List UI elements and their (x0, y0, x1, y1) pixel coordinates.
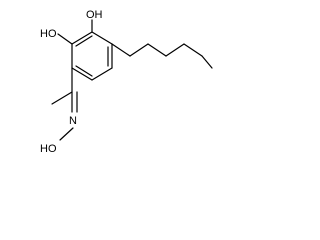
hydroxyl-left-label: HO (40, 28, 57, 40)
ring-double-bond (75, 65, 93, 77)
chain-bond (147, 43, 167, 57)
benzene-ring (71, 31, 113, 81)
chain-bond (129, 43, 149, 57)
oxime-group: N HO (40, 67, 78, 155)
methyl-bond (51, 91, 73, 105)
hydroxyl-top-label: OH (86, 9, 103, 21)
chain-bond (165, 43, 185, 57)
chemical-structure-diagram: OH HO N HO (40, 9, 213, 155)
chain-bond (111, 43, 131, 57)
hexyl-chain (111, 43, 213, 69)
ring-bond (91, 31, 113, 45)
chain-bond (183, 43, 203, 57)
ring-bond (71, 67, 93, 81)
oxime-nitrogen-label: N (69, 115, 77, 127)
n-o-bond (59, 127, 74, 141)
hydroxyl-left-bond (57, 33, 73, 45)
oxime-hydroxyl-label: HO (40, 143, 57, 155)
ring-bond (91, 67, 113, 81)
chain-bond (201, 55, 213, 69)
ring-double-bond (75, 35, 93, 47)
ring-bond (71, 31, 93, 45)
